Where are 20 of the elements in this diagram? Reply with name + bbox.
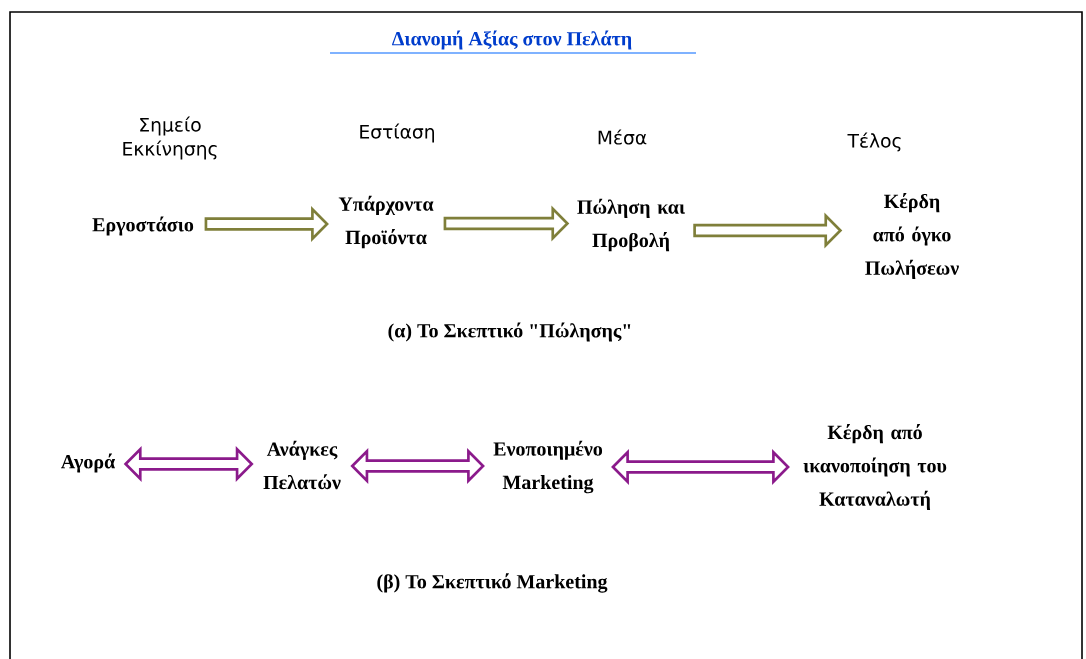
block-arrow	[693, 212, 843, 249]
block-arrow	[443, 205, 570, 242]
column-heading: Μέσα	[598, 129, 647, 145]
node-label: Πώληση και Προβολή	[577, 198, 685, 252]
block-arrow	[204, 206, 329, 242]
node-label: Κέρδη από όγκο Πωλήσεων	[865, 193, 959, 279]
node-label: Αγορά	[61, 453, 115, 473]
node-label: Ενοποιημένο Marketing	[493, 440, 603, 494]
column-heading: Εστίαση	[360, 123, 434, 143]
block-arrow	[611, 449, 790, 485]
block-arrow	[350, 448, 485, 484]
node-label: Κέρδη από ικανοποίηση του Καταναλωτή	[803, 424, 947, 510]
node-label: Εργοστάσιο	[92, 216, 194, 236]
column-heading: Σημείο Εκκίνησης	[123, 116, 217, 160]
column-heading: Τέλος	[847, 132, 901, 152]
title: Διανομή Αξίας στον Πελάτη	[392, 30, 632, 50]
caption: (β) Το Σκεπτικό Marketing	[377, 573, 608, 593]
node-label: Ανάγκες Πελατών	[263, 440, 341, 490]
node-label: Υπάρχοντα Προϊόντα	[338, 195, 434, 249]
caption: (α) Το Σκεπτικό "Πώλησης"	[388, 322, 631, 342]
